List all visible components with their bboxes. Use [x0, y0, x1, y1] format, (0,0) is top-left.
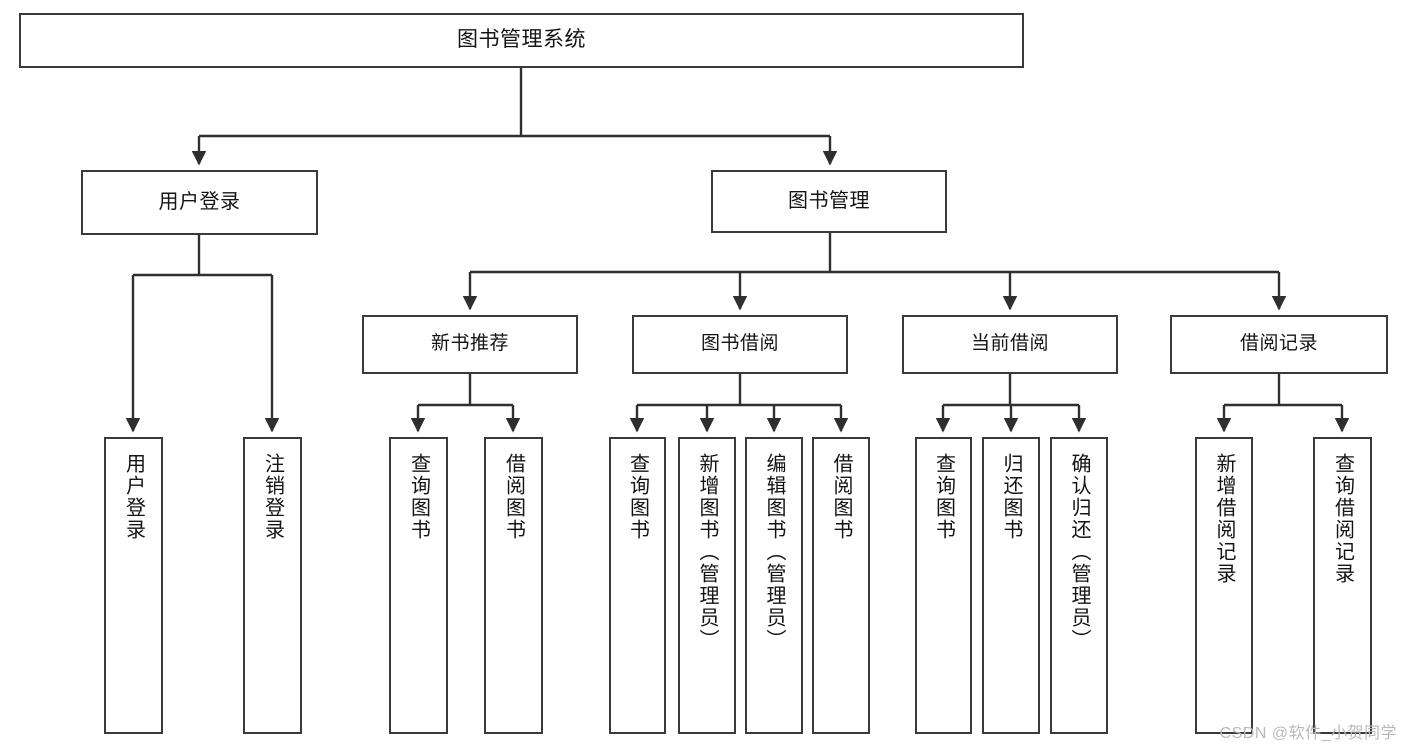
node-book-borrow[interactable]: 图书借阅: [632, 315, 848, 374]
leaf-user-login-logout[interactable]: 注销登录: [243, 437, 302, 734]
node-label: 图书管理系统: [457, 28, 586, 52]
node-label: 查询借阅记录: [1331, 453, 1354, 585]
node-label: 借阅图书: [502, 453, 525, 541]
leaf-recommend-query-book[interactable]: 查询图书: [389, 437, 448, 734]
node-label: 确认归还（管理员）: [1068, 453, 1090, 651]
node-new-book-recommend[interactable]: 新书推荐: [362, 315, 578, 374]
node-borrow-record[interactable]: 借阅记录: [1170, 315, 1388, 374]
leaf-recommend-borrow-book[interactable]: 借阅图书: [484, 437, 543, 734]
node-label: 图书借阅: [700, 333, 779, 355]
node-root-book-management-system[interactable]: 图书管理系统: [19, 13, 1024, 68]
csdn-watermark: CSDN @软件_小贺同学: [1219, 725, 1397, 742]
leaf-user-login-login[interactable]: 用户登录: [104, 437, 163, 734]
node-label: 新增图书（管理员）: [696, 453, 718, 651]
leaf-current-confirm-return-admin[interactable]: 确认归还（管理员）: [1050, 437, 1108, 734]
node-label: 借阅图书: [830, 453, 852, 541]
leaf-record-query-borrow-record[interactable]: 查询借阅记录: [1313, 437, 1372, 734]
node-label: 查询图书: [932, 453, 955, 541]
node-label: 新书推荐: [430, 333, 509, 355]
node-label: 归还图书: [1000, 453, 1022, 541]
node-label: 查询图书: [407, 453, 430, 541]
node-label: 用户登录: [158, 190, 241, 213]
leaf-borrow-edit-book-admin[interactable]: 编辑图书（管理员）: [745, 437, 803, 734]
leaf-record-add-borrow-record[interactable]: 新增借阅记录: [1195, 437, 1253, 734]
node-label: 借阅记录: [1239, 333, 1318, 355]
node-label: 编辑图书（管理员）: [763, 453, 785, 651]
node-current-borrow[interactable]: 当前借阅: [902, 315, 1118, 374]
node-label: 查询图书: [626, 453, 649, 541]
node-label: 用户登录: [122, 453, 145, 541]
node-label: 新增借阅记录: [1213, 453, 1235, 585]
node-book-management[interactable]: 图书管理: [711, 170, 947, 233]
node-label: 当前借阅: [970, 333, 1049, 355]
leaf-current-return-book[interactable]: 归还图书: [982, 437, 1040, 734]
node-label: 图书管理: [788, 189, 870, 212]
leaf-borrow-add-book-admin[interactable]: 新增图书（管理员）: [678, 437, 736, 734]
leaf-borrow-query-book[interactable]: 查询图书: [609, 437, 666, 734]
node-user-login[interactable]: 用户登录: [81, 170, 318, 235]
leaf-current-query-book[interactable]: 查询图书: [915, 437, 972, 734]
leaf-borrow-borrow-book[interactable]: 借阅图书: [812, 437, 870, 734]
node-label: 注销登录: [261, 453, 284, 541]
